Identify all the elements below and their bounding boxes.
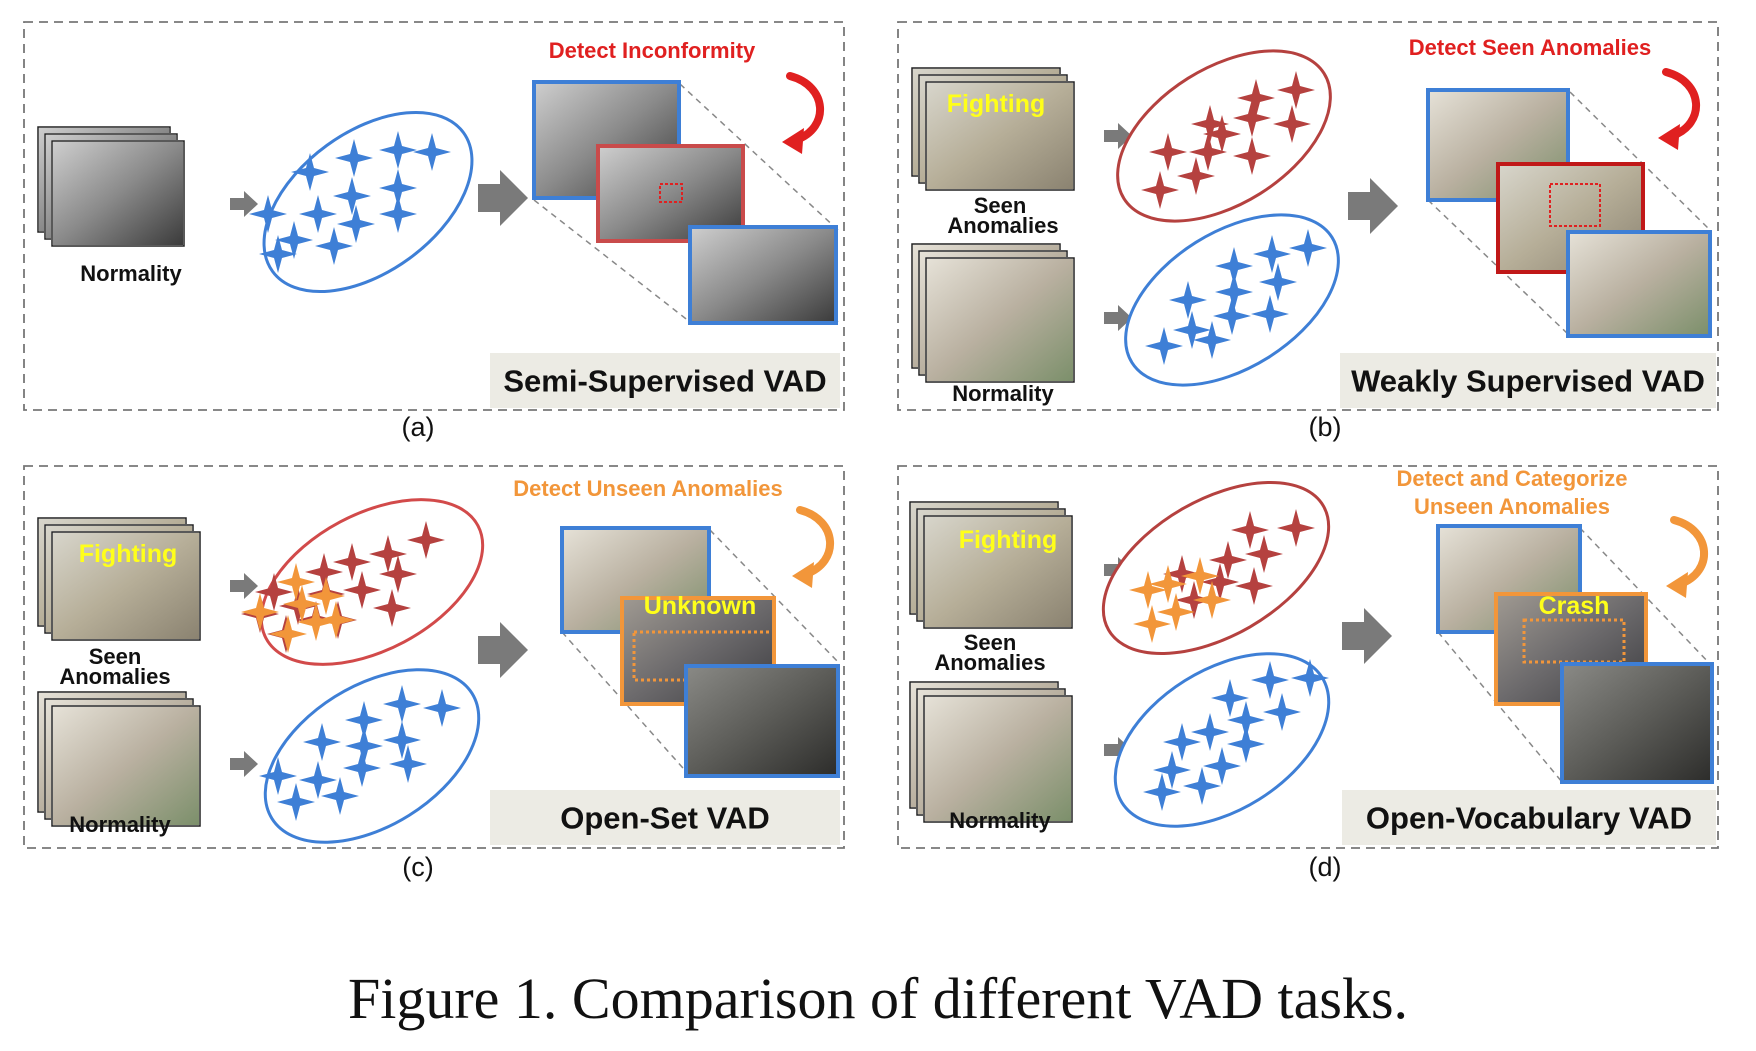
video-frame-3: [1566, 230, 1712, 338]
normality-stack-layer: [51, 140, 185, 247]
curved-arrowhead: [1666, 572, 1688, 598]
normality-stack-layer: [51, 705, 201, 827]
panel-a: (a) Normality Detect InconformitySemi-Supe…: [23, 21, 845, 442]
curved-arrowhead: [792, 562, 814, 588]
annotation: Detect Inconformity: [549, 38, 756, 63]
annotation: Detect Unseen Anomalies: [513, 476, 782, 501]
anomaly-highlight: [659, 183, 683, 203]
seen-label: Seen: [964, 630, 1017, 655]
annotation: Detect and Categorize: [1396, 466, 1627, 491]
seen-stack-layer: [925, 81, 1075, 191]
big-arrow: [478, 622, 528, 678]
video-frame-3: [684, 664, 840, 778]
normality-stack-layer: [925, 257, 1075, 383]
normal-cluster: [262, 110, 474, 294]
normality-label: Normality: [952, 381, 1054, 406]
seen-stack-layer-border: [923, 515, 1073, 629]
annotation: Detect Seen Anomalies: [1409, 35, 1652, 60]
seen-label: Anomalies: [947, 213, 1058, 238]
normality-label: Normality: [69, 812, 171, 837]
curved-arrow: [786, 72, 825, 144]
seen-stack-layer-border: [51, 531, 201, 641]
anomaly-highlight: [1549, 183, 1601, 227]
normality-stack-layer: [923, 695, 1073, 823]
task-title: Semi-Supervised VAD: [503, 364, 826, 399]
normality-stack-layer-border: [51, 140, 185, 247]
big-arrow: [1342, 608, 1392, 664]
seen-stack-layer: [51, 531, 201, 641]
curved-arrowhead: [782, 128, 804, 154]
frame-tag: Crash: [1539, 592, 1610, 620]
task-title: Weakly Supervised VAD: [1351, 364, 1705, 399]
seen-cluster: [1101, 480, 1331, 656]
small-arrow: [230, 573, 258, 599]
panel-sublabel: (c): [402, 852, 433, 882]
small-arrow: [1104, 305, 1132, 331]
small-arrow: [230, 191, 258, 217]
seen-label: Seen: [89, 644, 142, 669]
normality-stack-layer-border: [925, 257, 1075, 383]
task-title-box: [490, 790, 840, 845]
dashed-connector: [533, 199, 691, 323]
task-title: Open-Set VAD: [560, 801, 770, 836]
video-frame-3: [1560, 662, 1714, 784]
panel-sublabel: (a): [402, 412, 435, 442]
task-title-box: [490, 353, 840, 408]
seen-tag: Fighting: [947, 90, 1046, 118]
seen-label: Anomalies: [59, 664, 170, 689]
seen-tag: Fighting: [79, 540, 178, 568]
big-arrow: [1348, 178, 1398, 234]
seen-stack-layer-border: [925, 81, 1075, 191]
curved-arrow: [796, 506, 835, 578]
seen-tag: Fighting: [959, 526, 1058, 554]
figure-caption: Figure 1. Comparison of different VAD ta…: [347, 966, 1409, 1031]
normality-stack-layer-border: [923, 695, 1073, 823]
normality-label: Normality: [949, 808, 1051, 833]
curved-arrow: [1662, 68, 1701, 140]
panel-sublabel: (d): [1309, 852, 1342, 882]
curved-arrow: [1670, 516, 1709, 588]
panel-sublabel: (b): [1309, 412, 1342, 442]
task-title: Open-Vocabulary VAD: [1366, 801, 1692, 836]
dashed-connector: [679, 83, 839, 231]
normality-label: Normality: [80, 261, 182, 286]
frame-tag: Unknown: [644, 592, 757, 620]
big-arrow: [478, 170, 528, 226]
video-frame-3: [688, 225, 838, 325]
dashed-connector: [1579, 527, 1713, 667]
seen-label: Seen: [974, 193, 1027, 218]
task-title-box: [1340, 353, 1716, 408]
seen-label: Anomalies: [934, 650, 1045, 675]
annotation: Unseen Anomalies: [1414, 494, 1610, 519]
normality-stack-layer-border: [51, 705, 201, 827]
task-title-box: [1342, 790, 1716, 845]
small-arrow: [230, 751, 258, 777]
curved-arrowhead: [1658, 124, 1680, 150]
normal-cluster: [263, 668, 481, 844]
